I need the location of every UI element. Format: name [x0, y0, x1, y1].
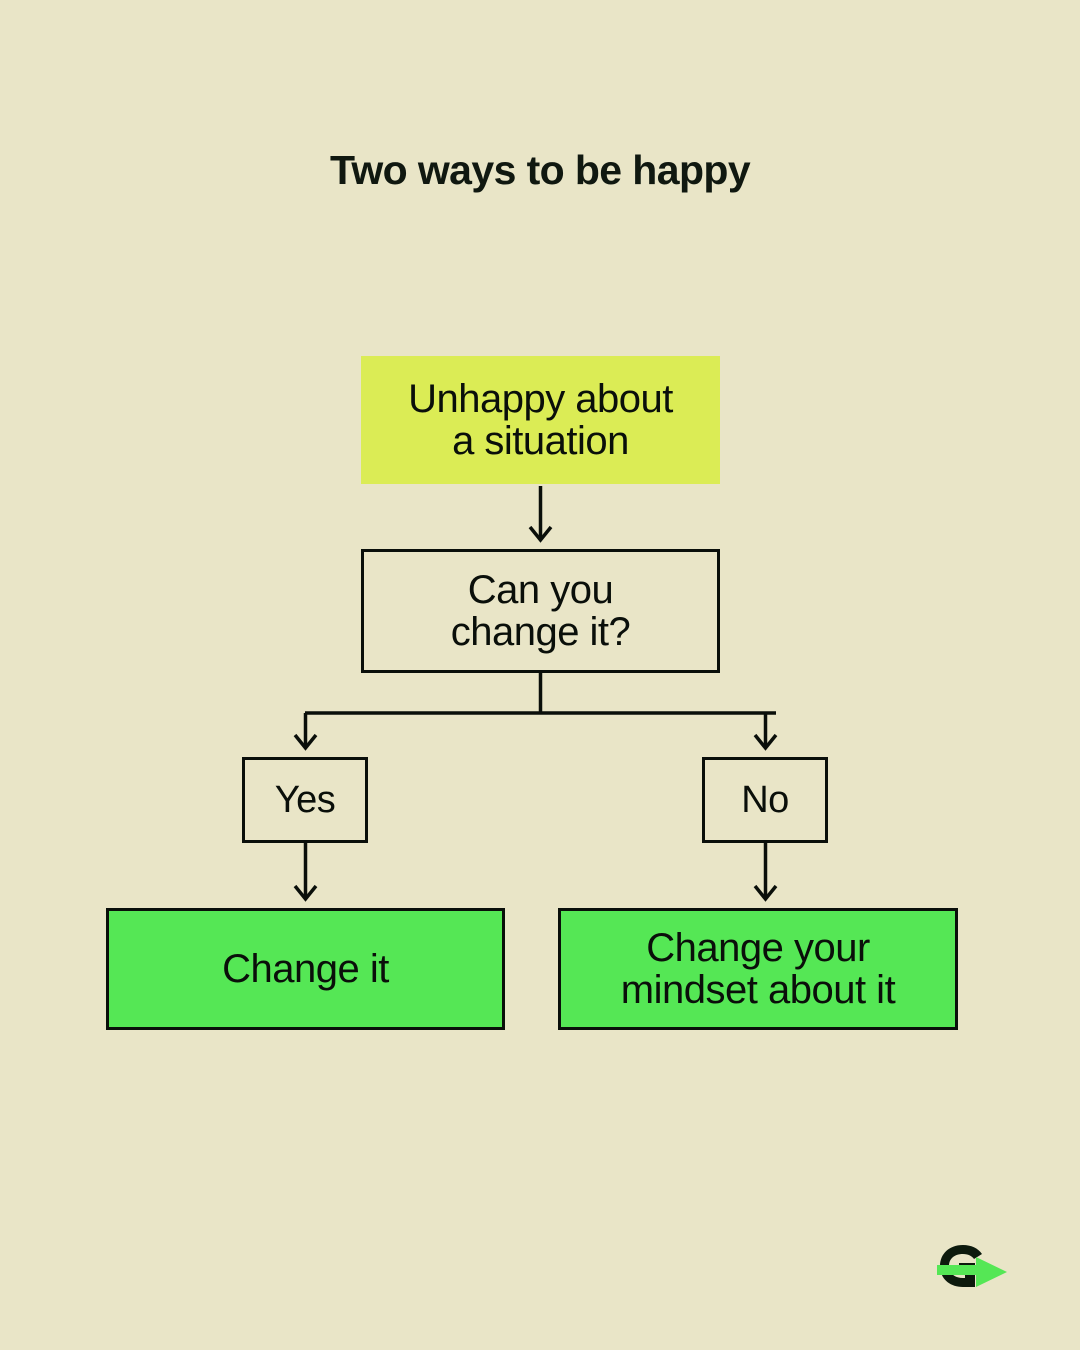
flow-node-decision: Can you change it? [361, 549, 720, 673]
g-play-logo-icon [937, 1245, 1007, 1287]
flow-node-no: No [702, 757, 828, 843]
flow-node-yes-label: Yes [274, 778, 336, 821]
logo-bar [937, 1265, 982, 1275]
arrowhead-yes-to-outcome-left [293, 884, 318, 902]
flow-node-outcome-change-it-label: Change it [222, 946, 389, 991]
arrowhead-bus-to-yes [293, 733, 318, 751]
flow-node-outcome-change-mindset-label: Change your mindset about it [620, 925, 896, 1012]
arrowhead-no-to-outcome-right [753, 884, 778, 902]
arrowhead-bus-to-no [753, 733, 778, 751]
page-title: Two ways to be happy [329, 147, 751, 193]
flow-node-yes: Yes [242, 757, 368, 843]
flow-node-start: Unhappy about a situation [361, 356, 720, 484]
arrowhead-start-to-decision [528, 525, 553, 543]
logo-play-triangle [976, 1257, 1007, 1287]
flow-node-decision-label: Can you change it? [450, 567, 631, 654]
flow-node-outcome-change-it: Change it [106, 908, 505, 1030]
flow-node-outcome-change-mindset: Change your mindset about it [558, 908, 958, 1030]
flow-node-no-label: No [741, 778, 789, 821]
flow-node-start-label: Unhappy about a situation [408, 376, 673, 463]
